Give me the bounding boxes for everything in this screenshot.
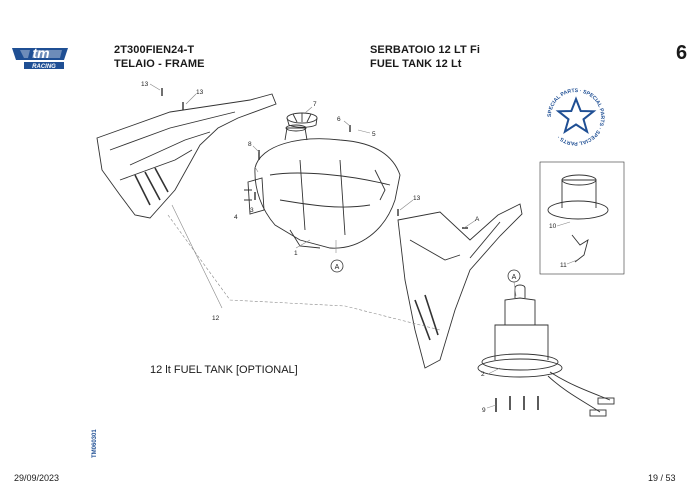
- title-italian: SERBATOIO 12 LT Fi: [370, 44, 480, 56]
- brand-logo: tm RACING: [10, 44, 72, 72]
- group-title: TELAIO - FRAME: [114, 58, 205, 70]
- fuel-pump: [477, 284, 615, 417]
- special-parts-stamp: SPECIAL PARTS · SPECIAL PARTS · SPECIAL …: [544, 85, 608, 149]
- callout-8: 8: [248, 141, 252, 148]
- filler-cap: [286, 112, 318, 128]
- callout-4: 4: [234, 214, 238, 221]
- callout-13-c: 13: [413, 195, 421, 202]
- callout-7: 7: [313, 101, 317, 108]
- callout-10: 10: [549, 223, 557, 230]
- callout-1: 1: [294, 250, 298, 257]
- footer-date: 29/09/2023: [14, 473, 60, 483]
- leader-lines: [149, 83, 578, 409]
- fuel-tank: [254, 124, 401, 249]
- callout-numbers: 1 2 3 4 5 6 7 8 9 10 11 12 13 13 13 A: [141, 81, 567, 414]
- star-stamp-icon: SPECIAL PARTS · SPECIAL PARTS · SPECIAL …: [547, 88, 605, 146]
- callout-a-top: A: [330, 259, 344, 273]
- right-shroud: [397, 203, 523, 369]
- callout-a-pump: A: [507, 269, 521, 283]
- callout-9: 9: [482, 407, 486, 414]
- document-code: TM060301: [92, 429, 98, 458]
- optional-caption: 12 lt FUEL TANK [OPTIONAL]: [150, 364, 298, 376]
- callout-a-top-label: A: [335, 264, 340, 271]
- left-shroud: [96, 93, 277, 219]
- callout-5: 5: [372, 131, 376, 138]
- callout-13-a: 13: [141, 81, 149, 88]
- callout-a-pump-label: A: [512, 274, 517, 281]
- logo-text: tm: [32, 45, 49, 61]
- logo-subtext: RACING: [32, 64, 56, 70]
- callout-3: 3: [250, 207, 254, 214]
- mount-bracket: [244, 177, 265, 215]
- fasteners: [161, 88, 468, 229]
- tm-logo-icon: tm RACING: [12, 45, 68, 70]
- callout-2: 2: [481, 371, 485, 378]
- inset-gasket: [539, 161, 625, 275]
- footer-page: 19 / 53: [648, 473, 676, 483]
- callout-11: 11: [560, 262, 567, 269]
- callout-13-b: 13: [196, 89, 204, 96]
- title-english: FUEL TANK 12 Lt: [370, 58, 462, 70]
- model-code: 2T300FIEN24-T: [114, 44, 195, 56]
- callout-12: 12: [212, 315, 220, 322]
- callout-6: 6: [337, 116, 341, 123]
- page-number: 6: [676, 42, 688, 64]
- callout-13-d: A: [475, 216, 480, 223]
